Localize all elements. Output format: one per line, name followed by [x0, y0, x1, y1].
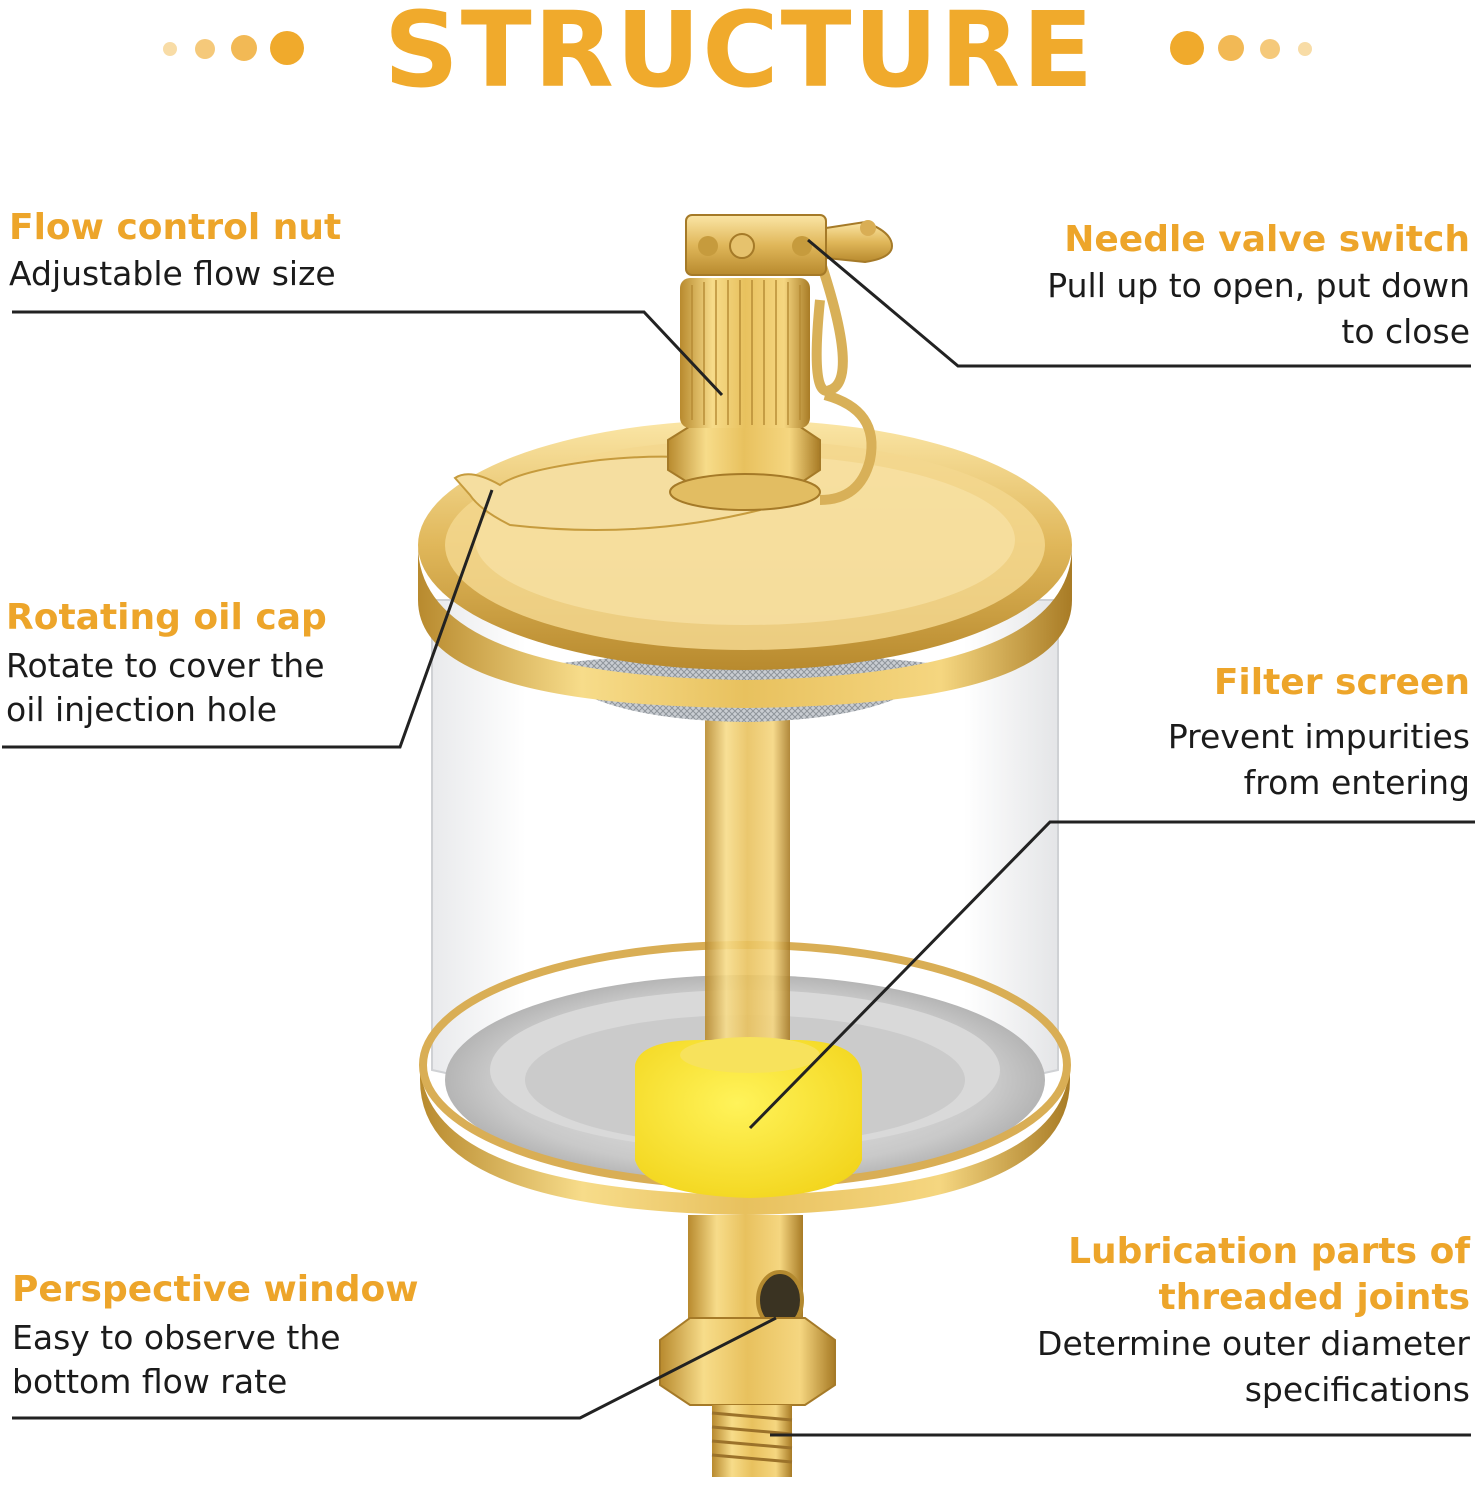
decor-dot	[1170, 31, 1204, 65]
decor-dot	[195, 39, 215, 59]
callout-text: Rotate to cover the	[6, 646, 325, 685]
callout-text: from entering	[1243, 763, 1470, 802]
callout-text: Determine outer diameter	[1037, 1324, 1470, 1363]
callout-heading: Flow control nut	[9, 207, 342, 248]
decor-dot	[270, 31, 304, 65]
decor-dot	[1260, 39, 1280, 59]
callout-perspective-window: Perspective window Easy to observe the b…	[12, 1268, 418, 1404]
title-row: STRUCTURE	[0, 0, 1479, 110]
callout-text: bottom flow rate	[12, 1362, 288, 1401]
callout-text: Adjustable flow size	[9, 254, 336, 293]
callout-heading: Lubrication parts of	[1068, 1231, 1470, 1272]
callout-text: to close	[1341, 312, 1470, 351]
decor-dot	[163, 42, 177, 56]
callout-heading: threaded joints	[1158, 1277, 1470, 1318]
callout-heading: Perspective window	[12, 1269, 419, 1310]
callout-text: specifications	[1244, 1370, 1470, 1409]
callout-text: Pull up to open, put down	[1047, 266, 1470, 305]
callout-text: Prevent impurities	[1167, 717, 1470, 756]
callout-heading: Rotating oil cap	[6, 597, 327, 638]
decor-dot	[1298, 42, 1312, 56]
callout-threaded-joints: Lubrication parts of threaded joints Det…	[1037, 1230, 1470, 1412]
decor-dot	[231, 35, 257, 61]
leader-lines	[2, 238, 1475, 1437]
page-title: STRUCTURE	[383, 0, 1096, 111]
callout-heading: Needle valve switch	[1064, 219, 1470, 260]
callout-needle-valve-switch: Needle valve switch Pull up to open, put…	[1047, 218, 1470, 354]
decor-dot	[1218, 35, 1244, 61]
callout-flow-control-nut: Flow control nut Adjustable flow size	[9, 206, 341, 296]
callout-text: oil injection hole	[6, 690, 277, 729]
callout-filter-screen: Filter screen Prevent impurities from en…	[1168, 661, 1470, 805]
callout-text: Easy to observe the	[12, 1318, 341, 1357]
callout-heading: Filter screen	[1213, 662, 1470, 703]
callout-rotating-oil-cap: Rotating oil cap Rotate to cover the oil…	[6, 596, 327, 732]
